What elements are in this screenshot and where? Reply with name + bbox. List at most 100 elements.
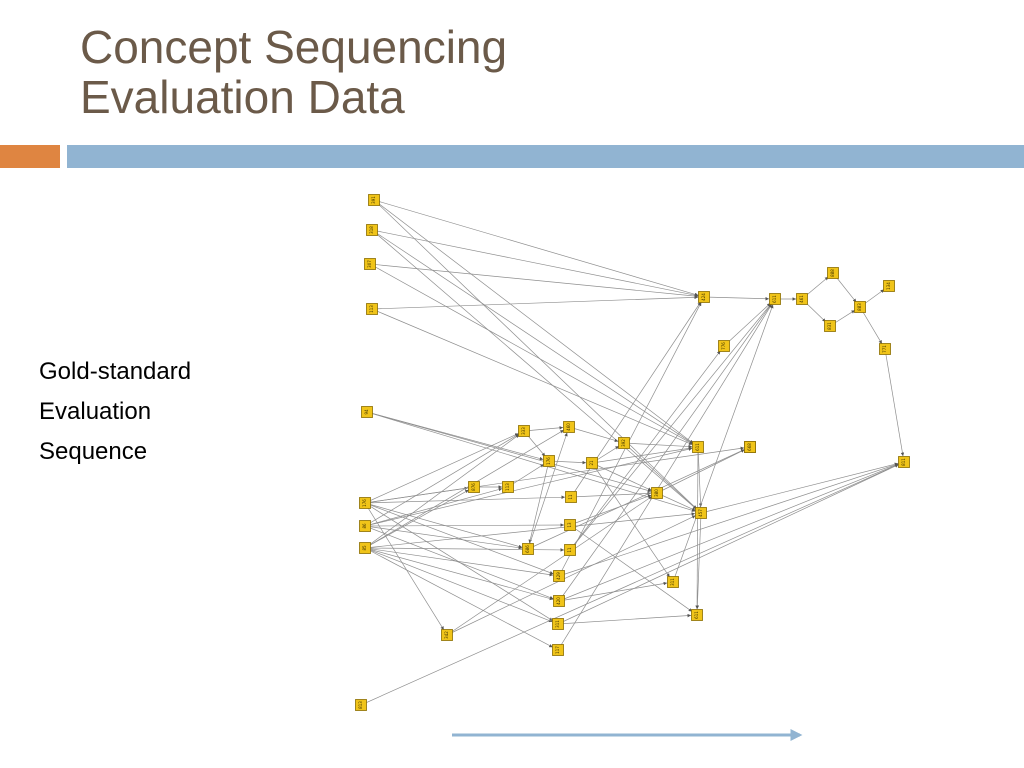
graph-node[interactable]: 21 [586, 457, 598, 469]
graph-node-box [468, 481, 480, 493]
graph-node-box [543, 455, 555, 467]
graph-node-label: 380 [654, 489, 659, 497]
graph-node[interactable]: 117 [552, 644, 564, 656]
graph-node-box [796, 293, 808, 305]
graph-node-box [359, 520, 371, 532]
graph-node[interactable]: 311 [552, 618, 564, 630]
title-line-1: Concept Sequencing [80, 21, 508, 73]
graph-node[interactable]: 611 [769, 293, 781, 305]
graph-edge [591, 446, 693, 464]
graph-node-label: 811 [901, 458, 906, 466]
graph-node-label: 13 [567, 522, 572, 528]
graph-node-box [698, 291, 710, 303]
graph-node-box [553, 570, 565, 582]
graph-node-box [898, 456, 910, 468]
graph-node-label: 611 [772, 295, 777, 303]
graph-edge [369, 263, 699, 298]
graph-node-box [552, 618, 564, 630]
graph-node[interactable]: 333 [518, 425, 530, 437]
graph-node[interactable]: 392 [618, 437, 630, 449]
header-band-blue [67, 145, 1024, 168]
graph-edge [364, 512, 696, 549]
graph-node[interactable]: 94 [361, 406, 373, 418]
graph-node[interactable]: 460 [563, 421, 575, 433]
graph-node[interactable]: 776 [718, 340, 730, 352]
graph-node-label: 611 [694, 611, 699, 619]
graph-node[interactable]: 876 [468, 481, 480, 493]
graph-node-label: 883 [857, 303, 862, 311]
graph-node-label: 391 [371, 196, 376, 204]
graph-node[interactable]: 811 [898, 456, 910, 468]
title-line-2: Evaluation Data [80, 71, 405, 123]
graph-edge [371, 308, 693, 445]
graph-node[interactable]: 134 [883, 280, 895, 292]
graph-node-label: 668 [747, 443, 752, 451]
graph-edge [364, 495, 566, 504]
graph-node-label: 342 [444, 631, 449, 639]
graph-node[interactable]: 611 [692, 441, 704, 453]
graph-node-box [359, 542, 371, 554]
graph-node[interactable]: 176 [543, 455, 555, 467]
edges-layer [360, 199, 905, 706]
graph-node[interactable]: 318 [366, 224, 378, 236]
graph-edge [569, 524, 693, 612]
graph-edge [373, 199, 694, 444]
graph-edge [672, 304, 774, 583]
graph-node-label: 11 [568, 494, 573, 500]
graph-node[interactable]: 813 [355, 699, 367, 711]
slide-title: Concept Sequencing Evaluation Data [80, 22, 507, 122]
graph-node[interactable]: 13 [564, 519, 576, 531]
graph-node-box [883, 280, 895, 292]
graph-edge [364, 446, 745, 504]
graph-node[interactable]: 113 [366, 303, 378, 315]
graph-node[interactable]: 461 [796, 293, 808, 305]
graph-edge [373, 199, 697, 510]
graph-node[interactable]: 883 [854, 301, 866, 313]
graph-node[interactable]: 424 [698, 291, 710, 303]
graph-node-label: 776 [721, 342, 726, 350]
graph-edge [558, 463, 899, 602]
graph-node[interactable]: 86 [359, 520, 371, 532]
graph-node[interactable]: 311 [667, 576, 679, 588]
graph-node[interactable]: 85 [359, 542, 371, 554]
graph-node[interactable]: 113 [502, 481, 514, 493]
graph-node[interactable]: 429 [553, 570, 565, 582]
graph-node[interactable]: 11 [565, 491, 577, 503]
graph-node[interactable]: 391 [368, 194, 380, 206]
graph-node[interactable]: 611 [691, 609, 703, 621]
graph-node-box [827, 267, 839, 279]
graph-node[interactable]: 307 [364, 258, 376, 270]
graph-node-label: 21 [589, 460, 594, 466]
graph-node-label: 686 [525, 545, 530, 553]
graph-edge [364, 547, 553, 648]
graph-node[interactable]: 457 [695, 507, 707, 519]
graph-node[interactable]: 11 [564, 544, 576, 556]
graph-node-label: 876 [471, 483, 476, 491]
graph-node[interactable]: 686 [522, 543, 534, 555]
graph-node-label: 460 [566, 423, 571, 431]
graph-node[interactable]: 342 [441, 629, 453, 641]
graph-edge [557, 303, 773, 651]
graph-node-label: 85 [362, 545, 367, 551]
graph-node-box [667, 576, 679, 588]
graph-edge [364, 547, 565, 552]
graph-node-label: 771 [882, 345, 887, 353]
graph-node-label: 86 [362, 523, 367, 529]
graph-node[interactable]: 420 [553, 595, 565, 607]
graph-node[interactable]: 831 [824, 320, 836, 332]
graph-node-box [564, 544, 576, 556]
graph-node[interactable]: 771 [879, 343, 891, 355]
header-band-orange [0, 145, 60, 168]
graph-edge [364, 502, 445, 631]
graph-node-box [618, 437, 630, 449]
graph-node[interactable]: 888 [827, 267, 839, 279]
graph-node[interactable]: 176 [359, 497, 371, 509]
graph-edge [557, 613, 692, 625]
graph-node-label: 311 [670, 578, 675, 586]
graph-node-box [769, 293, 781, 305]
side-caption-line-1: Gold-standard [39, 358, 192, 385]
graph-node[interactable]: 668 [744, 441, 756, 453]
graph-edge [695, 512, 702, 610]
graph-node[interactable]: 380 [651, 487, 663, 499]
graph-node-box [695, 507, 707, 519]
